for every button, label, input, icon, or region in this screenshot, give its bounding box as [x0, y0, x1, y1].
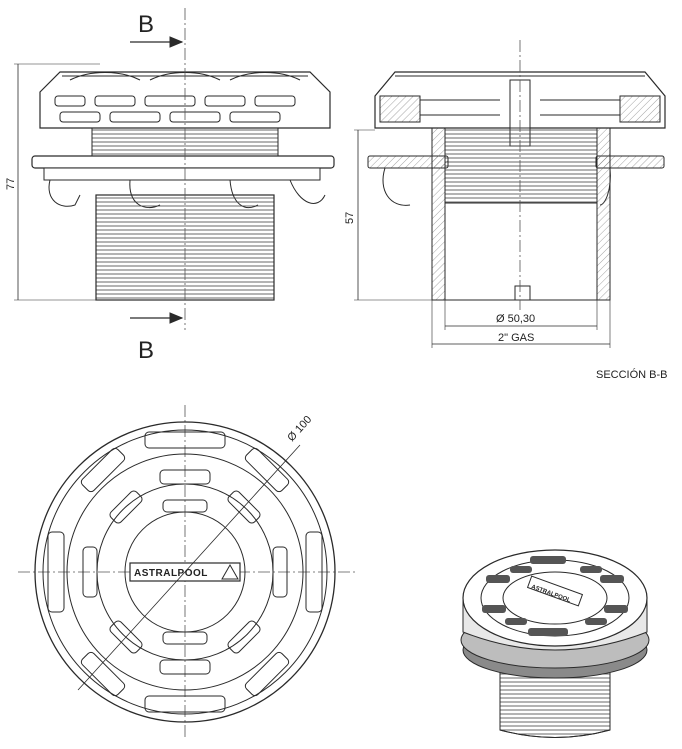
section-title: SECCIÓN B-B	[596, 368, 668, 381]
isometric-view	[460, 549, 650, 738]
cut-label-top: B	[138, 11, 154, 38]
diameter-dim: Ø 100	[285, 414, 314, 444]
outer-slots	[47, 431, 323, 713]
front-view	[14, 8, 335, 330]
inner-diameter-dim: Ø 50,30	[496, 313, 535, 325]
height-dim-section: 57	[344, 212, 356, 224]
section-view	[354, 40, 666, 348]
cut-label-bottom: B	[138, 337, 154, 364]
top-view	[18, 405, 358, 740]
brand-logo-top: ASTRALPOOL	[134, 568, 208, 579]
height-dim-front: 77	[5, 178, 17, 190]
thread-dim: 2" GAS	[498, 332, 534, 344]
